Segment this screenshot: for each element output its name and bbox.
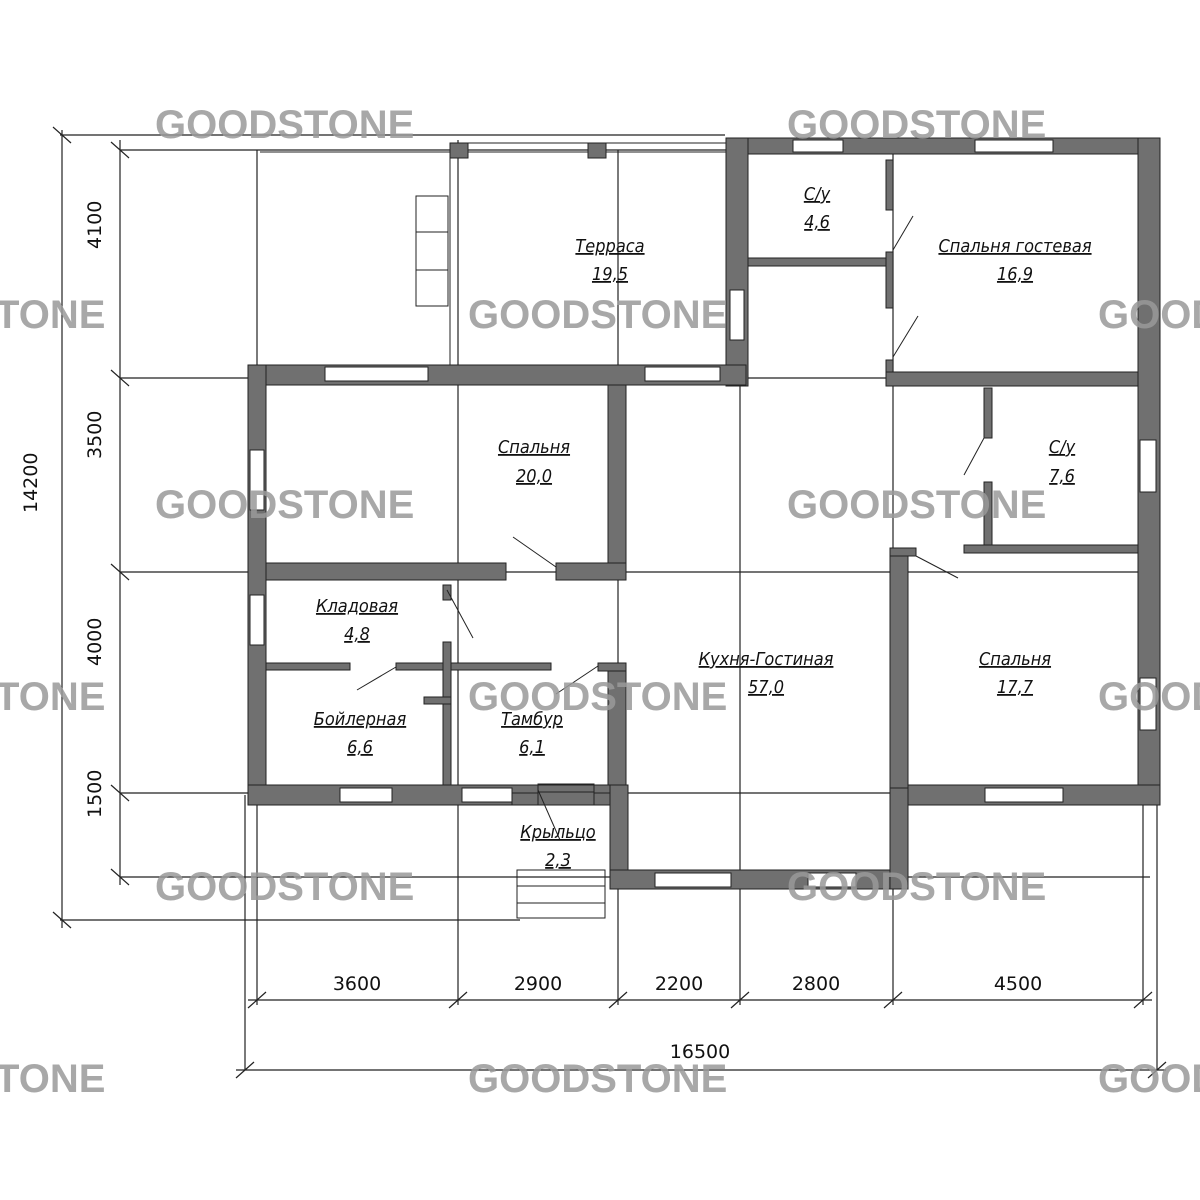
room-area: 7,6	[1049, 466, 1075, 487]
dimension-label: 1500	[84, 770, 106, 818]
room-labels: Терраса 19,5 С/у 4,6 Спальня гостевая 16…	[314, 184, 1092, 871]
room-area: 4,8	[344, 624, 370, 645]
watermark: GOODSTONE	[787, 865, 1046, 909]
watermark: GOODSTONE	[1098, 1057, 1200, 1101]
room-name: Спальня	[979, 649, 1051, 670]
room-area: 20,0	[516, 466, 552, 487]
dimension-label: 3600	[333, 973, 381, 995]
room-name: Тамбур	[501, 709, 563, 730]
dimension-ticks	[52, 126, 1167, 1079]
room-name: С/у	[1049, 437, 1076, 458]
watermarks: GOODSTONE GOODSTONE TONE GOODSTONE GOODS…	[0, 103, 1200, 1101]
dimension-label: 4500	[994, 973, 1042, 995]
dimension-total: 16500	[670, 1041, 730, 1063]
watermark-partial: TONE	[0, 293, 105, 337]
room-area: 2,3	[545, 850, 571, 871]
dimension-label: 2900	[514, 973, 562, 995]
room-name: Спальня гостевая	[938, 236, 1091, 257]
room-area: 19,5	[592, 264, 628, 285]
watermark: GOODSTONE	[468, 293, 727, 337]
room-name: Крыльцо	[520, 822, 595, 843]
room-area: 17,7	[997, 677, 1034, 698]
dimension-label: 3500	[84, 411, 106, 459]
terrace-structure	[260, 142, 728, 365]
room-name: Кладовая	[316, 596, 398, 617]
doors	[356, 215, 985, 919]
room-area: 16,9	[997, 264, 1033, 285]
dimension-label: 2800	[792, 973, 840, 995]
dimension-label: 4000	[84, 618, 106, 666]
room-name: Терраса	[575, 236, 644, 257]
room-name: Бойлерная	[314, 709, 407, 730]
dimension-label: 2200	[655, 973, 703, 995]
watermark: GOODSTONE	[155, 103, 414, 147]
watermark: GOODSTONE	[468, 1057, 727, 1101]
watermark: GOODSTONE	[155, 865, 414, 909]
watermark: GOODSTONE	[787, 483, 1046, 527]
room-area: 6,6	[347, 737, 373, 758]
watermark: GOODSTONE	[468, 675, 727, 719]
watermark: GOODSTONE	[155, 483, 414, 527]
watermark: GOODSTONE	[1098, 293, 1200, 337]
watermark: GOODSTONE	[1098, 675, 1200, 719]
interior-walls	[265, 159, 1139, 789]
room-area: 4,6	[804, 212, 830, 233]
watermark-partial: TONE	[0, 675, 105, 719]
watermark-partial: TONE	[0, 1057, 105, 1101]
watermark: GOODSTONE	[787, 103, 1046, 147]
room-area: 6,1	[519, 737, 545, 758]
dimension-label: 4100	[84, 201, 106, 249]
dimension-total: 14200	[20, 453, 42, 513]
windows	[249, 139, 1157, 888]
room-area: 57,0	[748, 677, 784, 698]
dimension-labels: 3600 2900 2200 2800 4500 16500 4100 3500…	[20, 201, 1042, 1063]
room-name: Спальня	[498, 437, 570, 458]
room-name: С/у	[804, 184, 831, 205]
room-name: Кухня-Гостиная	[699, 649, 834, 670]
